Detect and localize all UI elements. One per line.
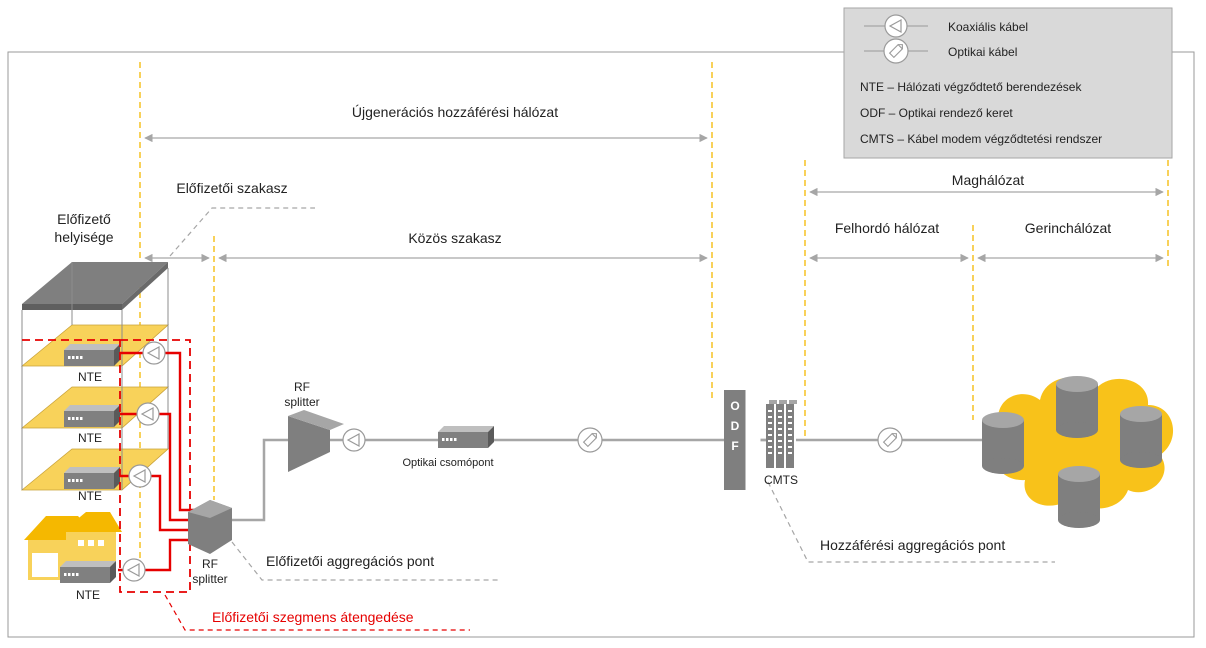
optical-node-label: Optikai csomópont xyxy=(402,457,493,469)
subscriber-premises-label-1: Előfizető xyxy=(57,211,111,227)
rf-splitter-1-label-a: RF xyxy=(202,557,218,571)
odf-rack-side xyxy=(745,389,761,491)
rf-splitter-2 xyxy=(288,410,344,472)
ngan-label: Újgenerációs hozzáférési hálózat xyxy=(352,104,558,120)
coax-icon-4 xyxy=(122,558,146,582)
access-aggregation-label: Hozzáférési aggregációs pont xyxy=(820,537,1005,553)
legend-nte: NTE – Hálózati végződtető berendezések xyxy=(860,80,1082,94)
coax-icon-1 xyxy=(142,341,166,365)
legend-odf: ODF – Optikai rendező keret xyxy=(860,106,1013,120)
subscriber-aggregation-label: Előfizetői aggregációs pont xyxy=(266,553,434,569)
nte-label-2: NTE xyxy=(78,431,102,445)
rf-splitter-2-label-b: splitter xyxy=(284,395,319,409)
odf-rack xyxy=(724,390,746,490)
coax-cable-icon xyxy=(884,14,908,38)
nte-label-3: NTE xyxy=(78,489,102,503)
coax-icon-3 xyxy=(128,464,152,488)
optical-cable-icon xyxy=(883,38,909,64)
nte-device-3 xyxy=(64,467,120,489)
dimension-arrows xyxy=(144,133,1164,263)
cmts-device xyxy=(766,400,797,468)
core-server-3 xyxy=(1120,406,1162,468)
coax-icon-5 xyxy=(342,428,366,452)
nte-label-4: NTE xyxy=(76,588,100,602)
legend-optical: Optikai kábel xyxy=(948,45,1017,59)
rf-splitter-1-label-b: splitter xyxy=(192,572,227,586)
rf-splitter-1 xyxy=(188,500,232,554)
core-label: Maghálózat xyxy=(952,172,1024,188)
core-server-1 xyxy=(982,412,1024,474)
boundary-lines xyxy=(139,62,1169,580)
cmts-label: CMTS xyxy=(764,473,798,487)
subscriber-section-label: Előfizetői szakasz xyxy=(176,180,287,196)
core-server-4 xyxy=(1058,466,1100,528)
backhaul-label: Felhordó hálózat xyxy=(835,220,939,236)
legend-cmts: CMTS – Kábel modem végződtetési rendszer xyxy=(860,132,1102,146)
core-server-2 xyxy=(1056,376,1098,438)
nte-device-2 xyxy=(64,405,120,427)
unbundling-label: Előfizetői szegmens átengedése xyxy=(212,609,414,625)
optical-icon-2 xyxy=(877,427,903,453)
coax-icon-2 xyxy=(136,402,160,426)
odf-letter-f: F xyxy=(731,439,738,453)
nte-device-1 xyxy=(64,344,120,366)
legend-coax: Koaxiális kábel xyxy=(948,20,1028,34)
odf-letter-o: O xyxy=(730,399,739,413)
shared-section-label: Közös szakasz xyxy=(408,230,501,246)
legend: Koaxiális kábel Optikai kábel NTE – Háló… xyxy=(843,7,1173,159)
optical-node xyxy=(438,426,494,448)
rf-splitter-2-label-a: RF xyxy=(294,380,310,394)
callout-lines xyxy=(164,207,1055,631)
nte-device-4 xyxy=(60,561,116,583)
network-frame xyxy=(7,51,1195,638)
main-cables xyxy=(232,438,990,522)
subscriber-premises-label-2: helyisége xyxy=(54,229,113,245)
unbundling-box xyxy=(119,339,191,593)
odf-letter-d: D xyxy=(731,419,740,433)
backbone-label: Gerinchálózat xyxy=(1025,220,1111,236)
optical-icon-1 xyxy=(577,427,603,453)
nte-label-1: NTE xyxy=(78,370,102,384)
